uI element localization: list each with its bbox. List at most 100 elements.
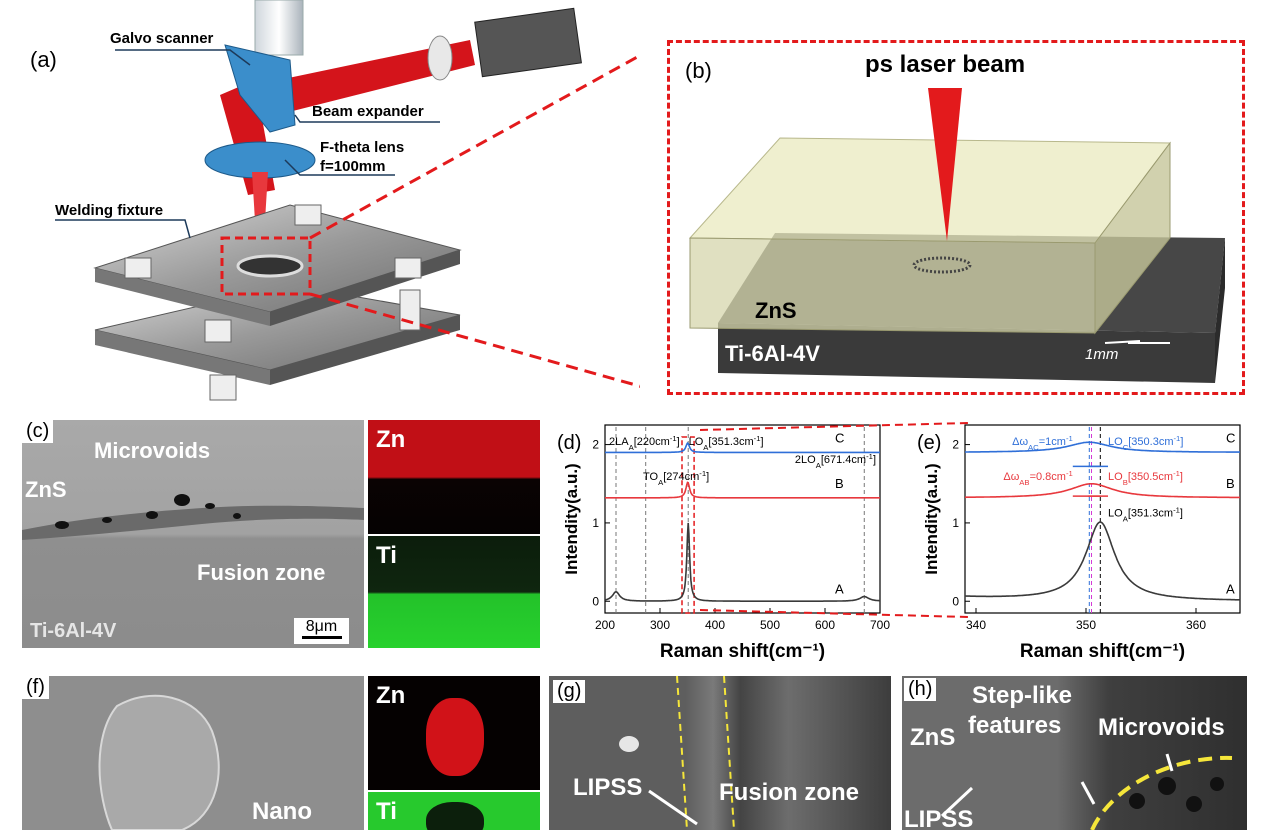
y-tick-label: 0 — [592, 594, 599, 608]
expander-label: Beam expander — [312, 103, 424, 120]
panel-g-sem: (g) LIPSS Fusion zone — [549, 676, 891, 830]
lipss-h-label: LIPSS — [904, 806, 974, 830]
zn-map-f-label: Zn — [376, 682, 406, 709]
x-tick-label: 300 — [650, 618, 670, 632]
laser-cone — [928, 88, 962, 241]
scale-bar-text: 8μm — [305, 618, 338, 635]
zns-h-label: ZnS — [910, 724, 956, 751]
series-line-C — [605, 442, 880, 454]
zns-layer-label: ZnS — [755, 298, 797, 323]
laser-pattern — [912, 256, 972, 274]
zoom-box — [220, 236, 312, 296]
beam-title: ps laser beam — [865, 51, 1026, 78]
ti-map-f-label: Ti — [376, 798, 397, 825]
series-label-C: C — [1226, 430, 1235, 445]
series-line-B — [605, 481, 880, 499]
x-tick-label: 400 — [705, 618, 725, 632]
weld-window — [236, 254, 304, 278]
panel-g-label: (g) — [553, 680, 586, 703]
x-axis-label: Raman shift(cm⁻¹) — [1020, 641, 1185, 662]
series-label-B: B — [1226, 476, 1235, 491]
scale-bar: 8μm — [294, 618, 349, 644]
series-line-A — [604, 522, 880, 602]
panel-h-sem: (h) ZnS Step-like features Microvoids LI… — [902, 676, 1247, 830]
zn-map-c: Zn — [368, 420, 540, 534]
plot-frame — [604, 424, 881, 614]
anno-to: TOA[274cm-1] — [643, 468, 709, 486]
anno-loc: LOC[350.3cm-1] — [1108, 434, 1183, 452]
zoom-window — [681, 436, 695, 614]
x-tick-label: 700 — [870, 618, 890, 632]
features-label: features — [968, 712, 1062, 739]
series-line-B — [965, 483, 1240, 499]
panel-b: (b) ps laser beam ZnS Ti-6Al-4V 1mm — [667, 40, 1245, 395]
scan-head — [254, 0, 304, 56]
lipss-label: LIPSS — [573, 774, 643, 801]
y-tick-label: 2 — [952, 438, 959, 452]
x-axis-label: Raman shift(cm⁻¹) — [660, 641, 825, 662]
anno-lo: LOA[351.3cm-1] — [689, 434, 764, 452]
ti-map-f: Ti — [368, 792, 540, 830]
series-line-A — [965, 521, 1241, 601]
particle — [98, 694, 220, 830]
ti-map-label: Ti — [376, 542, 397, 569]
ti-layer-label: Ti-6Al-4V — [725, 341, 820, 366]
plot-frame — [964, 424, 1241, 614]
y-axis-label: Intendity(a.u.) — [562, 463, 581, 574]
fusion-boundary — [619, 676, 735, 830]
panel-a: (a) Galvo scanner Beam expander F-theta … — [0, 0, 669, 410]
galvo-body — [224, 44, 296, 133]
x-tick-label: 350 — [1076, 618, 1096, 632]
fixture-label: Welding fixture — [55, 202, 164, 219]
laser-source — [474, 7, 582, 78]
chart-panel-label: (e) — [917, 432, 941, 454]
chart-panel-label: (d) — [557, 432, 581, 454]
x-tick-label: 200 — [595, 618, 615, 632]
panel-f-label: (f) — [22, 676, 49, 699]
sample-illustration — [688, 88, 1225, 383]
thickness-label: 1mm — [1085, 346, 1119, 363]
x-tick-label: 340 — [966, 618, 986, 632]
panel-f-sem: (f) Nano — [22, 676, 364, 830]
void-region — [940, 753, 1233, 830]
fusion-zone-label: Fusion zone — [197, 560, 326, 585]
setup-illustration — [55, 0, 669, 401]
panel-b-label: (b) — [685, 58, 712, 83]
zoom-connector — [700, 422, 969, 618]
series-label-A: A — [835, 581, 844, 596]
fusion-zone-g-label: Fusion zone — [719, 779, 859, 806]
x-tick-label: 500 — [760, 618, 780, 632]
galvo-label: Galvo scanner — [110, 30, 214, 47]
series-label-A: A — [1226, 581, 1235, 596]
laser-beam-horizontal — [255, 40, 475, 118]
anno-2la: 2LAA[220cm-1] — [609, 434, 680, 452]
series-label-C: C — [835, 430, 844, 445]
nano-label: Nano — [252, 798, 312, 825]
anno-dab: ΔωAB=0.8cm-1 — [1003, 468, 1072, 486]
panel-c-sem: (c) Microvoids ZnS Fusion zone Ti-6Al-4V… — [22, 420, 364, 648]
void-band — [22, 494, 364, 540]
x-tick-label: 360 — [1186, 618, 1206, 632]
zn-map-f: Zn — [368, 676, 540, 790]
y-tick-label: 1 — [952, 516, 959, 530]
microvoids-label: Microvoids — [94, 438, 211, 463]
anno-dac: ΔωAC=1cm-1 — [1012, 434, 1073, 452]
panel-a-label: (a) — [30, 47, 57, 72]
y-axis-label: Intendity(a.u.) — [922, 463, 941, 574]
y-tick-label: 2 — [592, 438, 599, 452]
step-like-label: Step-like — [972, 682, 1073, 709]
focal-label: f=100mm — [320, 158, 386, 175]
y-tick-label: 0 — [952, 594, 959, 608]
anno-lob: LOB[350.5cm-1] — [1108, 468, 1183, 486]
panel-c-label: (c) — [22, 420, 54, 443]
series-label-B: B — [835, 476, 844, 491]
panel-h-label: (h) — [904, 678, 937, 701]
ti64-label: Ti-6Al-4V — [30, 620, 117, 642]
ftheta-label: F-theta lens — [320, 139, 405, 156]
x-tick-label: 600 — [815, 618, 835, 632]
microvoids-h-label: Microvoids — [1098, 714, 1225, 741]
zn-map-label: Zn — [376, 426, 406, 453]
zns-label: ZnS — [25, 477, 67, 502]
